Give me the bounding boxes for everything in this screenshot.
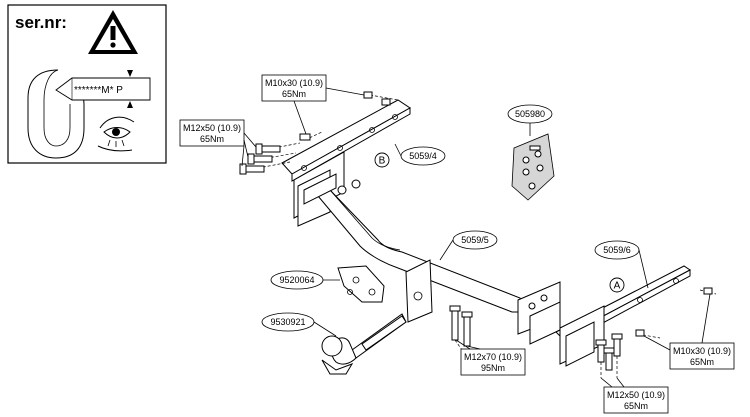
bolt-torque-bottom-right: 65Nm <box>624 401 648 411</box>
bolt-size-top-left: M10x30 (10.9) <box>265 78 323 88</box>
part-label-left-bracket: 5059/4 <box>394 143 446 166</box>
part-label-ball: 9530921 <box>261 312 337 337</box>
part-label-socket-plate: 9520064 <box>270 270 340 290</box>
part-label-crossbar: 5059/5 <box>439 230 498 261</box>
part-number-bolt-bag: 505980 <box>515 109 545 119</box>
eye-icon <box>97 116 135 152</box>
socket-plate <box>337 265 385 303</box>
bolt-bag <box>511 133 555 201</box>
serial-plate: *******M* P <box>55 77 151 101</box>
serial-number-title: ser.nr: <box>15 13 67 32</box>
part-number-left-bracket: 5059/4 <box>409 151 437 161</box>
bottom-right-bolts <box>595 333 623 378</box>
bolt-torque-left: 65Nm <box>200 134 224 144</box>
marker-b: B <box>374 152 390 168</box>
bolt-spec-right: M10x30 (10.9) 65Nm <box>643 293 735 370</box>
bolt-size-left: M12x50 (10.9) <box>183 123 241 133</box>
bolt-torque-top-left: 65Nm <box>282 89 306 99</box>
marker-b-label: B <box>379 156 386 167</box>
bolt-spec-center: M12x70 (10.9) 95Nm <box>455 339 526 376</box>
part-number-right-bracket: 5059/6 <box>603 245 631 255</box>
part-number-ball: 9530921 <box>270 317 305 327</box>
bolt-spec-left: M12x50 (10.9) 65Nm <box>179 119 257 167</box>
arrow-down-icon <box>127 70 133 77</box>
top-left-bolts <box>299 91 399 141</box>
bolt-spec-top-left: M10x30 (10.9) 65Nm <box>261 74 365 135</box>
tow-ball <box>321 313 407 375</box>
bolt-spec-bottom-right: M12x50 (10.9) 65Nm <box>600 377 669 414</box>
part-label-right-bracket: 5059/6 <box>594 240 649 289</box>
arrow-up-icon <box>127 101 133 108</box>
warning-icon <box>88 10 138 54</box>
bolt-torque-right: 65Nm <box>690 357 714 367</box>
left-bolts <box>239 142 301 175</box>
serial-number-panel: ser.nr: *******M* P <box>7 4 167 164</box>
marker-a-label: A <box>614 281 621 292</box>
crossbar <box>303 173 561 345</box>
bolt-size-right: M10x30 (10.9) <box>673 346 731 356</box>
bolt-size-bottom-right: M12x50 (10.9) <box>607 390 665 400</box>
bolt-size-center: M12x70 (10.9) <box>464 352 522 362</box>
serial-plate-text: *******M* P <box>74 85 123 96</box>
part-label-bolt-bag: 505980 <box>507 104 553 136</box>
marker-a: A <box>609 277 625 293</box>
part-number-socket-plate: 9520064 <box>279 275 314 285</box>
bolt-torque-center: 95Nm <box>481 363 505 373</box>
right-bolts <box>635 287 717 339</box>
right-bracket <box>555 265 691 367</box>
part-number-crossbar: 5059/5 <box>461 235 489 245</box>
